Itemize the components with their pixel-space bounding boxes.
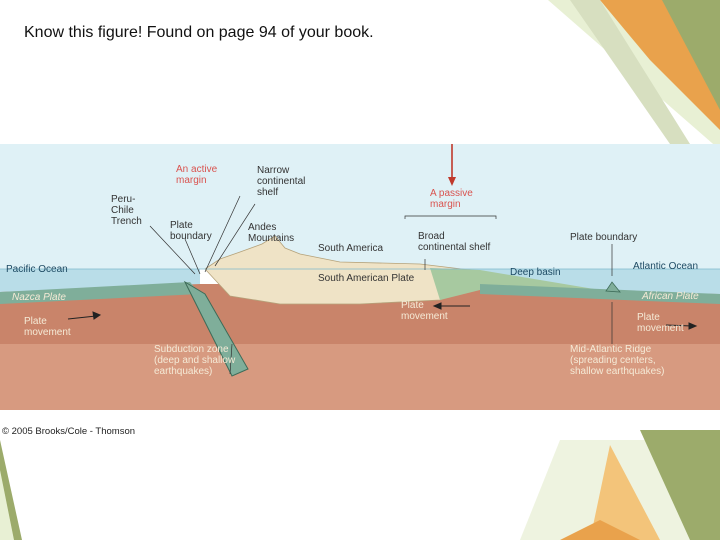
- arrow-center-head: [432, 302, 442, 310]
- arrow-right: [665, 324, 693, 327]
- label-plate-movement-right: Plate movement: [637, 312, 684, 334]
- atlantic-water: [460, 269, 720, 294]
- label-plate-movement-left: Plate movement: [24, 316, 71, 338]
- deco-triangle-bottom-3: [640, 430, 720, 540]
- leader-trench: [149, 225, 196, 275]
- label-african-plate: African Plate: [642, 291, 699, 302]
- deco-triangle-top-4: [570, 0, 690, 144]
- label-south-america: South America: [318, 243, 384, 254]
- label-mid-atlantic-ridge: Mid-Atlantic Ridge (spreading centers, s…: [570, 344, 665, 377]
- label-broad-shelf: Broad continental shelf: [418, 231, 491, 253]
- subducting-slab: [183, 280, 249, 377]
- mantle-lower: [0, 344, 720, 410]
- nazca-crust: [0, 282, 200, 304]
- label-passive-margin: A passive margin: [430, 188, 473, 210]
- label-pacific-ocean: Pacific Ocean: [6, 264, 68, 275]
- deco-triangle-left-2: [0, 470, 14, 540]
- label-narrow-shelf: Narrow continental shelf: [257, 165, 306, 198]
- label-subduction-zone: Subduction zone (deep and shallow earthq…: [154, 344, 236, 377]
- arrow-left-head: [92, 311, 102, 320]
- mid-atlantic-ridge: [605, 281, 621, 293]
- label-atlantic-ocean: Atlantic Ocean: [633, 261, 699, 272]
- pointer-arrow-head: [448, 177, 456, 186]
- deco-triangle-top-3: [662, 0, 720, 110]
- label-deep-basin: Deep basin: [510, 267, 561, 278]
- slide-title: Know this figure! Found on page 94 of yo…: [24, 24, 374, 41]
- label-andes-mountains: Andes Mountains: [248, 222, 295, 244]
- label-active-margin: An active margin: [176, 164, 218, 186]
- label-plate-boundary-right: Plate boundary: [570, 232, 638, 243]
- passive-margin-bracket: [404, 215, 497, 219]
- leader-narrow-shelf: [214, 203, 256, 267]
- deco-triangle-bottom-4: [560, 520, 640, 540]
- label-peru-chile-trench: Peru- Chile Trench: [111, 194, 142, 227]
- leader-plate-boundary: [184, 238, 201, 275]
- label-plate-movement-center: Plate movement: [401, 300, 448, 322]
- label-south-american-plate: South American Plate: [318, 273, 415, 284]
- copyright-notice: © 2005 Brooks/Cole - Thomson: [2, 426, 136, 437]
- label-nazca-plate: Nazca Plate: [12, 292, 66, 303]
- sky: [0, 144, 720, 269]
- african-crust: [480, 284, 720, 304]
- arrow-left: [67, 315, 97, 320]
- continental-crust: [204, 235, 481, 305]
- deco-triangle-bottom-2: [590, 445, 660, 540]
- leader-active-margin: [204, 195, 241, 273]
- pacific-water: [0, 269, 200, 292]
- continental-margin-diagram: [0, 144, 720, 410]
- leader-subduction: [229, 343, 233, 375]
- arrow-right-head: [688, 322, 698, 330]
- label-plate-boundary-left: Plate boundary: [170, 220, 212, 242]
